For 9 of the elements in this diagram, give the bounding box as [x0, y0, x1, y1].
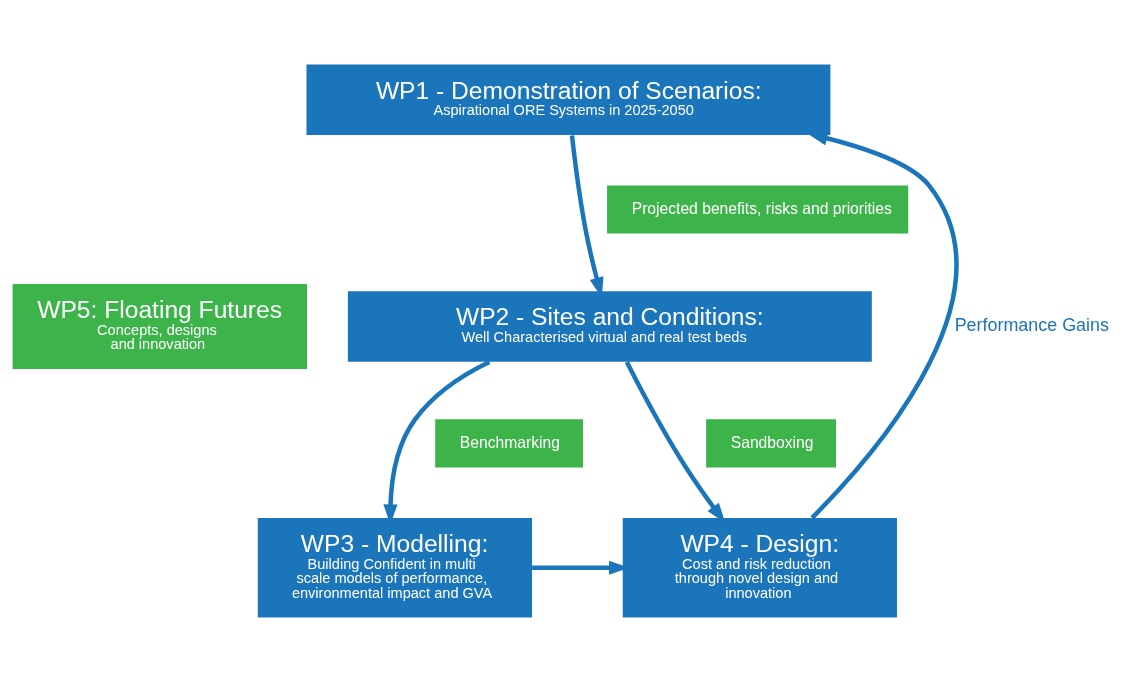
- label: Sandboxing: [730, 433, 814, 451]
- node-box: WP5: Floating Futures Concepts, designs and innovation: [12, 283, 308, 369]
- node-box: WP4 - Design: Cost and risk reduction through novel design and innovation: [622, 517, 897, 617]
- label: Benchmarking: [459, 433, 560, 451]
- edge-label: Performance Gains: [954, 314, 1109, 335]
- label: Projected benefits, risks and priorities: [631, 199, 892, 217]
- node-box: WP3 - Modelling: Building Confident in multi scale models of performance, environmental impact and GVA: [257, 517, 533, 617]
- node-box: WP2 - Sites and Conditions: Well Characterised virtual and real test beds: [347, 290, 872, 362]
- node-box: WP1 - Demonstration of Scenarios: Aspirational ORE Systems in 2025-2050: [306, 64, 831, 135]
